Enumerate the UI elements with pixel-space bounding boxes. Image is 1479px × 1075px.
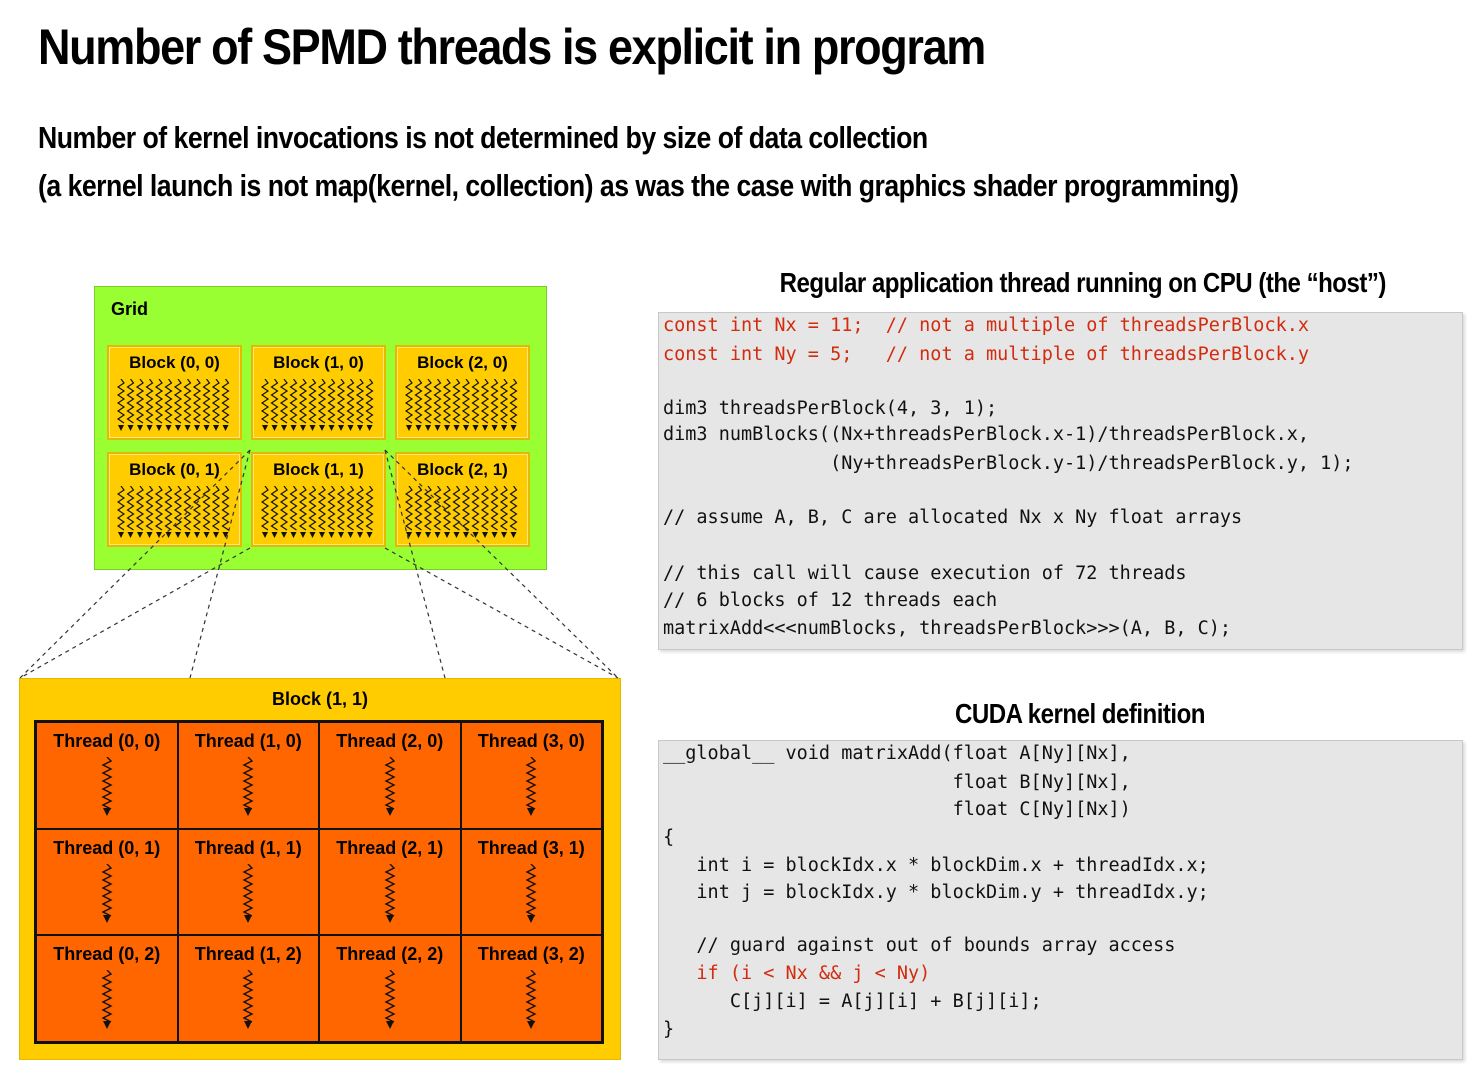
kernel-code-block: __global__ void matrixAdd(float A[Ny][Nx… (658, 740, 1463, 1060)
block-label: Block (1, 0) (273, 353, 364, 372)
code-line: int i = blockIdx.x * blockDim.x + thread… (663, 855, 1209, 876)
block-threads-icon (261, 486, 374, 538)
code-line: { (663, 827, 675, 848)
block-label: Block (2, 1) (417, 460, 508, 479)
code-line: } (663, 1019, 675, 1040)
thread-label: Thread (2, 1) (336, 837, 444, 858)
thread-cell: Thread (2, 0) (319, 722, 461, 829)
kernel-code-heading: CUDA kernel definition (955, 698, 1205, 729)
thread-label: Thread (1, 2) (194, 944, 302, 965)
thread-label: Thread (3, 1) (477, 837, 585, 858)
subtitle-line-1: Number of kernel invocations is not dete… (38, 120, 928, 155)
slide-title: Number of SPMD threads is explicit in pr… (38, 19, 986, 75)
code-line: float C[Ny][Nx]) (663, 799, 1131, 820)
code-line: // 6 blocks of 12 threads each (663, 590, 998, 611)
code-line: // assume A, B, C are allocated Nx x Ny … (663, 507, 1243, 528)
thread-cell: Thread (3, 1) (460, 828, 602, 936)
thread-label: Thread (0, 0) (53, 731, 161, 751)
code-line: if (i < Nx && j < Ny) (663, 963, 931, 984)
thread-grid: Thread (0, 0) Thread (1, 0) Thread (2, 0… (34, 720, 604, 1044)
thread-squiggle-arrow-icon (242, 863, 254, 923)
thread-squiggle-arrow-icon (101, 757, 113, 816)
block-label: Block (0, 1) (129, 460, 220, 479)
expanded-block: Block (1, 1) Thread (0, 0) Thread (1, 0)… (19, 678, 621, 1060)
block-label: Block (2, 0) (417, 353, 508, 372)
thread-cell: Thread (0, 1) (36, 828, 178, 936)
block-0-1: Block (0, 1) (107, 452, 242, 547)
code-line: dim3 numBlocks((Nx+threadsPerBlock.x-1)/… (663, 424, 1310, 445)
thread-label: Thread (1, 1) (194, 837, 302, 858)
thread-label: Thread (3, 0) (477, 731, 585, 751)
code-line: dim3 threadsPerBlock(4, 3, 1); (663, 398, 998, 419)
block-2-1: Block (2, 1) (395, 452, 530, 547)
thread-squiggle-arrow-icon (525, 970, 537, 1030)
thread-cell: Thread (3, 2) (460, 935, 602, 1042)
thread-cell: Thread (2, 2) (319, 935, 461, 1042)
thread-label: Thread (1, 0) (194, 731, 302, 751)
block-threads-icon (405, 486, 518, 538)
code-line: // guard against out of bounds array acc… (663, 935, 1176, 956)
thread-cell: Thread (2, 1) (319, 828, 461, 936)
code-line: // this call will cause execution of 72 … (663, 563, 1187, 584)
code-line: float B[Ny][Nx], (663, 772, 1131, 793)
thread-squiggle-arrow-icon (525, 863, 537, 923)
thread-squiggle-arrow-icon (384, 757, 396, 816)
block-0-0: Block (0, 0) (107, 345, 242, 440)
code-line: matrixAdd<<<numBlocks, threadsPerBlock>>… (663, 618, 1232, 639)
code-line: __global__ void matrixAdd(float A[Ny][Nx… (663, 743, 1131, 764)
host-code-block: const int Nx = 11; // not a multiple of … (658, 312, 1463, 650)
code-line: const int Ny = 5; // not a multiple of t… (663, 344, 1310, 365)
expanded-block-label: Block (1, 1) (271, 689, 369, 709)
thread-squiggle-arrow-icon (101, 863, 113, 923)
thread-cell: Thread (0, 0) (36, 722, 178, 829)
subtitle-line-2: (a kernel launch is not map(kernel, coll… (38, 168, 1239, 203)
thread-cell: Thread (3, 0) (460, 722, 602, 829)
thread-squiggle-arrow-icon (525, 757, 537, 816)
block-1-0: Block (1, 0) (251, 345, 386, 440)
block-threads-icon (261, 379, 374, 431)
block-label: Block (1, 1) (273, 460, 364, 479)
code-line: (Ny+threadsPerBlock.y-1)/threadsPerBlock… (663, 453, 1354, 474)
host-code-heading: Regular application thread running on CP… (779, 267, 1387, 298)
block-1-1: Block (1, 1) (251, 452, 386, 547)
code-line: const int Nx = 11; // not a multiple of … (663, 315, 1310, 336)
code-line: C[j][i] = A[j][i] + B[j][i]; (663, 991, 1042, 1012)
thread-cell: Thread (1, 2) (177, 935, 319, 1042)
block-threads-icon (405, 379, 518, 431)
thread-label: Thread (2, 2) (336, 944, 444, 965)
thread-label: Thread (0, 2) (53, 944, 161, 965)
grid-label: Grid (111, 299, 149, 319)
thread-squiggle-arrow-icon (101, 970, 113, 1030)
block-2-0: Block (2, 0) (395, 345, 530, 440)
grid-diagram: Grid Block (0, 0) Block (1, 0) Block (2,… (94, 286, 547, 570)
thread-squiggle-arrow-icon (242, 970, 254, 1030)
thread-squiggle-arrow-icon (384, 970, 396, 1030)
code-line: int j = blockIdx.y * blockDim.y + thread… (663, 882, 1209, 903)
thread-squiggle-arrow-icon (384, 863, 396, 923)
block-threads-icon (117, 379, 230, 431)
block-threads-icon (117, 486, 230, 538)
block-label: Block (0, 0) (129, 353, 220, 372)
thread-label: Thread (3, 2) (477, 944, 585, 965)
thread-squiggle-arrow-icon (242, 757, 254, 816)
thread-label: Thread (2, 0) (336, 731, 444, 751)
thread-cell: Thread (1, 0) (177, 722, 319, 829)
thread-cell: Thread (0, 2) (36, 935, 178, 1042)
thread-label: Thread (0, 1) (53, 837, 161, 858)
thread-cell: Thread (1, 1) (177, 828, 319, 936)
